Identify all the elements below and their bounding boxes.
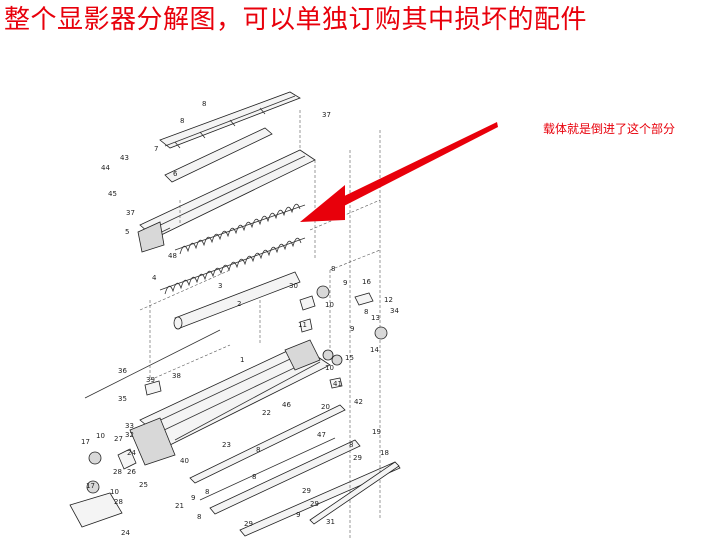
callout: 3 <box>218 282 222 290</box>
annotation-note: 载体就是倒进了这个部分 <box>543 122 676 136</box>
callout: 42 <box>354 398 363 406</box>
callout: 18 <box>380 449 389 457</box>
assembly-dash-lines <box>139 110 381 540</box>
callout: 43 <box>120 154 129 162</box>
callout: 17 <box>81 438 90 446</box>
callout: 2 <box>237 300 241 308</box>
callout: 28 <box>114 498 123 506</box>
callout: 37 <box>126 209 135 217</box>
callout: 8 <box>202 100 206 108</box>
page-headline: 整个显影器分解图，可以单独订购其中损坏的配件 <box>4 5 588 35</box>
rod-part <box>309 461 400 525</box>
callout: 19 <box>372 428 381 436</box>
callout: 8 <box>205 488 209 496</box>
callout: 8 <box>349 441 353 449</box>
developer-roller-part <box>173 271 301 330</box>
callout: 20 <box>321 403 330 411</box>
callout: 29 <box>310 500 319 508</box>
callout: 8 <box>180 117 184 125</box>
callout: 8 <box>252 473 256 481</box>
callout: 8 <box>331 265 335 273</box>
callout: 11 <box>298 321 307 329</box>
callout: 13 <box>371 314 380 322</box>
callout: 29 <box>244 520 253 528</box>
red-arrow-icon <box>300 122 498 222</box>
callout: 32 <box>125 431 134 439</box>
callout: 28 <box>113 468 122 476</box>
main-housing-part <box>129 339 331 466</box>
callout: 15 <box>345 354 354 362</box>
callout: 40 <box>180 457 189 465</box>
callout: 23 <box>222 441 231 449</box>
callout: 41 <box>333 380 342 388</box>
callout: 14 <box>370 346 379 354</box>
callout: 1 <box>240 356 244 364</box>
callout: 10 <box>325 364 334 372</box>
callout: 38 <box>172 372 181 380</box>
callout-labels: 8 37 7 8 43 44 6 45 37 5 48 8 4 30 9 16 … <box>81 100 399 537</box>
callout: 24 <box>121 529 130 537</box>
callout: 9 <box>296 511 300 519</box>
callout: 47 <box>317 431 326 439</box>
callout: 8 <box>197 513 201 521</box>
callout: 35 <box>118 395 127 403</box>
callout: 46 <box>282 401 291 409</box>
auger-screw-lower <box>159 237 306 295</box>
callout: 10 <box>96 432 105 440</box>
callout: 21 <box>175 502 184 510</box>
callout: 22 <box>262 409 271 417</box>
callout: 27 <box>114 435 123 443</box>
guide-part <box>164 127 273 183</box>
callout: 45 <box>108 190 117 198</box>
callout: 10 <box>325 301 334 309</box>
callout: 33 <box>125 422 134 430</box>
callout: 29 <box>353 454 362 462</box>
callout: 37 <box>322 111 331 119</box>
callout: 12 <box>384 296 393 304</box>
gear-parts <box>69 285 388 528</box>
callout: 7 <box>154 145 158 153</box>
callout: 17 <box>86 482 95 490</box>
callout: 31 <box>326 518 335 526</box>
callout: 10 <box>110 488 119 496</box>
callout: 29 <box>302 487 311 495</box>
callout: 8 <box>364 308 368 316</box>
upper-housing-part <box>137 149 316 253</box>
callout: 5 <box>125 228 129 236</box>
callout: 9 <box>350 325 354 333</box>
callout: 25 <box>139 481 148 489</box>
callout: 48 <box>168 252 177 260</box>
callout: 8 <box>256 446 260 454</box>
auger-screw-upper <box>174 203 306 255</box>
top-cover-part <box>159 91 301 149</box>
callout: 39 <box>146 376 155 384</box>
callout: 34 <box>390 307 399 315</box>
callout: 24 <box>127 449 136 457</box>
callout: 30 <box>289 282 298 290</box>
callout: 44 <box>101 164 110 172</box>
callout: 9 <box>343 279 347 287</box>
callout: 36 <box>118 367 127 375</box>
callout: 9 <box>191 494 195 502</box>
rail-parts <box>84 329 401 537</box>
callout: 16 <box>362 278 371 286</box>
callout: 26 <box>127 468 136 476</box>
callout: 6 <box>173 170 178 178</box>
callout: 4 <box>152 274 157 282</box>
